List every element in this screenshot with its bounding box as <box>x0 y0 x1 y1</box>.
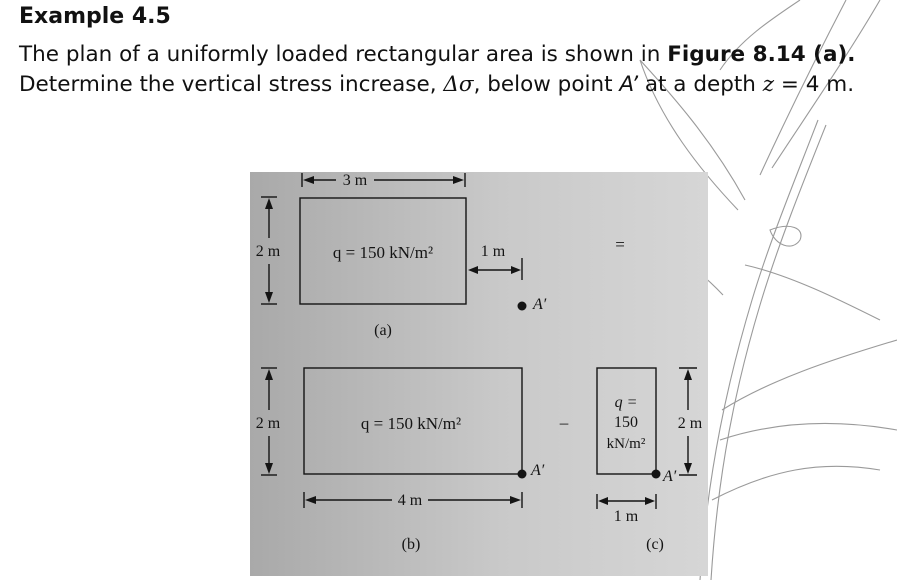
panel-c-load-value: 150 <box>614 414 638 431</box>
panel-c-point-label: A′ <box>662 468 677 485</box>
statement-part-3: , below point <box>473 72 620 97</box>
panel-a-offset-label: 1 m <box>481 243 506 260</box>
panel-c-width-label: 1 m <box>614 508 639 525</box>
panel-b-point-label: A′ <box>530 462 545 479</box>
panel-a-rectangle <box>299 197 467 305</box>
panel-a-point-label: A′ <box>532 296 547 313</box>
statement-part-1: The plan of a uniformly loaded rectangul… <box>19 42 668 67</box>
problem-statement: The plan of a uniformly loaded rectangul… <box>19 40 891 100</box>
panel-b-rectangle <box>303 367 523 475</box>
figure-background <box>250 172 708 576</box>
panel-a-width-dimension <box>301 173 466 187</box>
figure-8-14: 3 m 2 m q = 150 kN/m² 1 m A′ = (a) 2 m q… <box>250 172 708 576</box>
panel-c-height-label: 2 m <box>678 415 703 432</box>
panel-b-height-dimension <box>261 367 277 476</box>
statement-part-5: = 4 m. <box>774 72 855 97</box>
panel-b-point-marker <box>517 469 527 479</box>
panel-c-rectangle <box>596 367 657 475</box>
panel-a-point-marker <box>517 301 527 311</box>
panel-c-caption: (c) <box>646 536 664 553</box>
minus-sign: – <box>559 413 569 432</box>
statement-part-4: at a depth <box>638 72 763 97</box>
panel-a-height-label: 2 m <box>256 243 281 260</box>
panel-c-point-marker <box>651 469 661 479</box>
panel-b-load-label: q = 150 kN/m² <box>361 414 461 433</box>
panel-a-width-label: 3 m <box>343 172 368 189</box>
panel-a-load-label: q = 150 kN/m² <box>333 243 433 262</box>
panel-a-height-dimension <box>261 196 277 305</box>
equals-sign: = <box>615 235 625 254</box>
panel-b-caption: (b) <box>402 536 421 553</box>
panel-a-caption: (a) <box>374 322 392 339</box>
panel-c-width-dimension <box>596 494 657 509</box>
statement-part-2: Determine the vertical stress increase, <box>19 72 444 97</box>
panel-c-load-q: q = <box>615 394 638 411</box>
point-symbol: A’ <box>619 72 639 97</box>
panel-b-height-label: 2 m <box>256 415 281 432</box>
depth-symbol: z <box>762 72 775 97</box>
figure-reference: Figure 8.14 (a). <box>667 42 856 67</box>
panel-c-load-unit: kN/m² <box>607 436 646 452</box>
panel-c-height-dimension <box>679 367 697 476</box>
figure-svg: 3 m 2 m q = 150 kN/m² 1 m A′ = (a) 2 m q… <box>250 172 708 576</box>
delta-sigma-symbol: Δσ <box>443 72 474 97</box>
panel-a-offset-dimension <box>468 258 523 280</box>
example-heading: Example 4.5 <box>19 4 171 29</box>
panel-b-width-label: 4 m <box>398 492 423 509</box>
panel-b-width-dimension <box>303 492 523 508</box>
